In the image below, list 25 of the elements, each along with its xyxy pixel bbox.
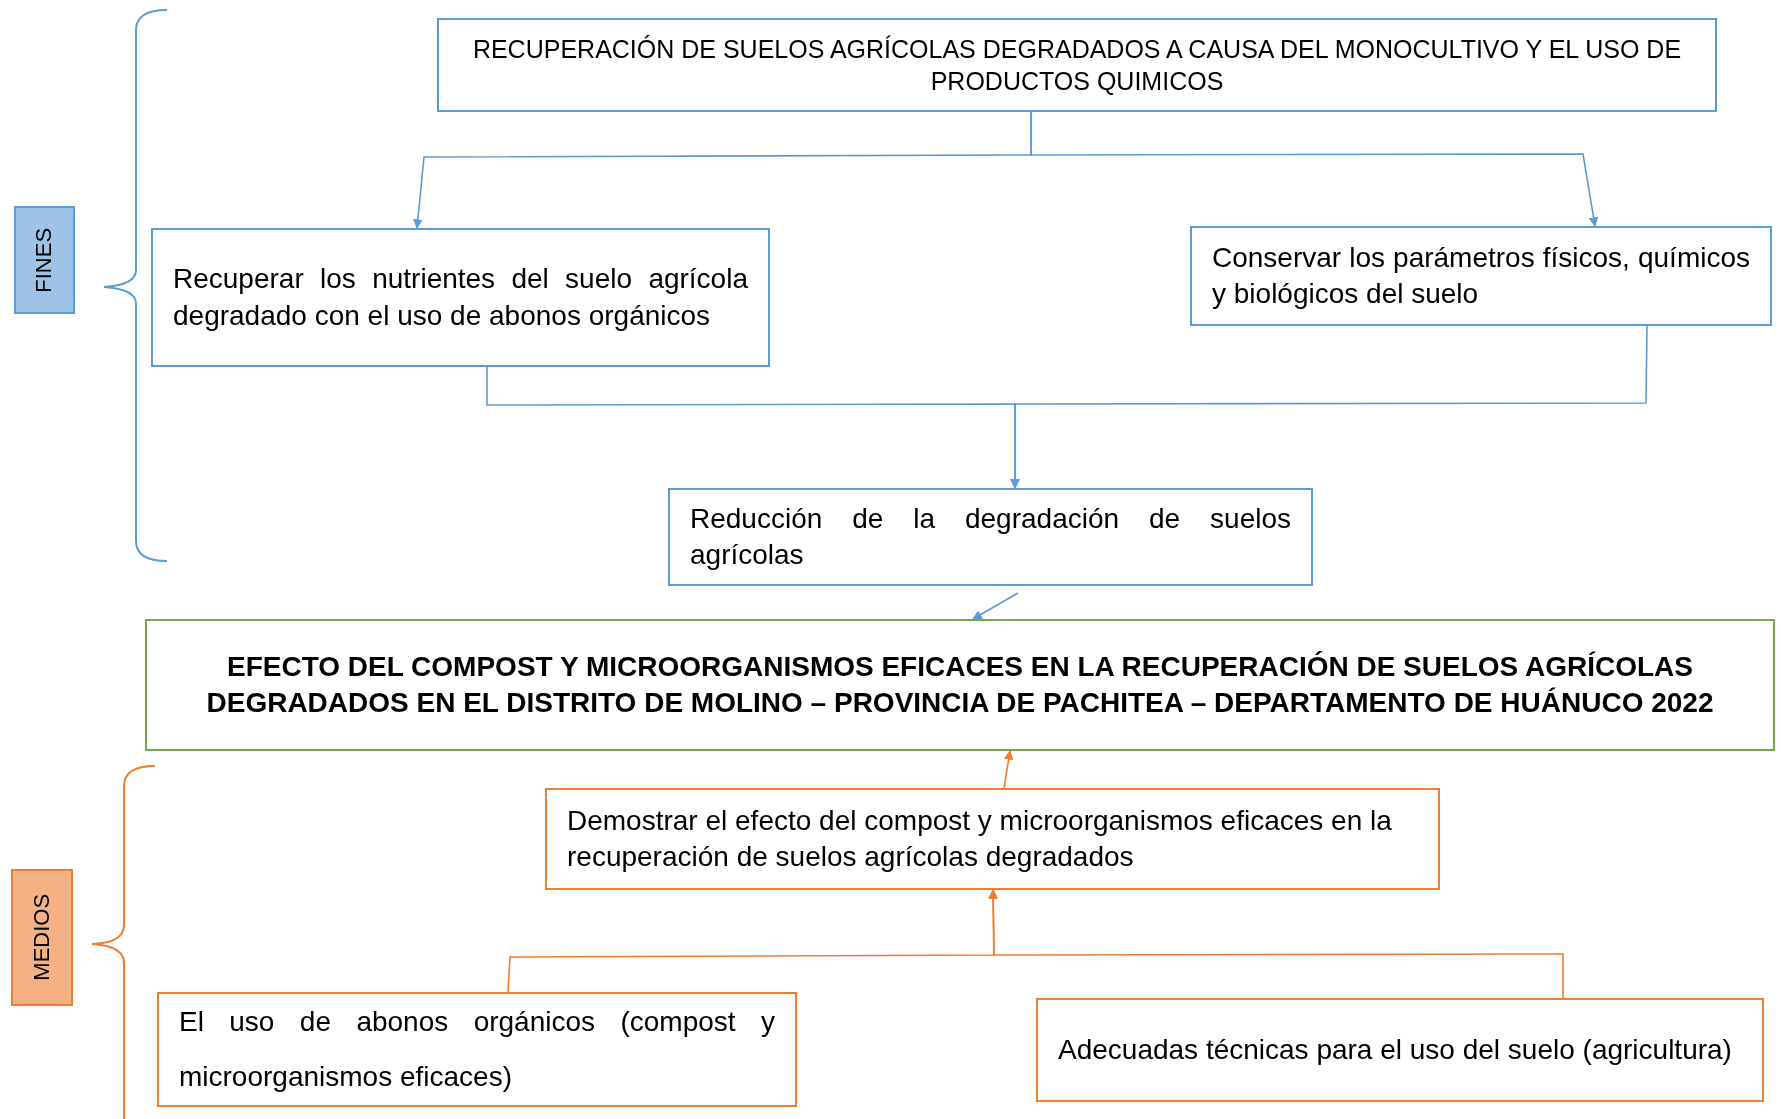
box-text: El uso de abonos orgánicos (compost y microorganismos eficaces)	[179, 1004, 775, 1094]
tag-label: FINES	[30, 227, 58, 293]
arrow	[1030, 111, 1599, 227]
arrow	[972, 592, 1019, 620]
means-box	[1036, 998, 1764, 1102]
purpose-box	[668, 488, 1313, 586]
arrow	[1003, 750, 1014, 789]
category-tag	[11, 869, 73, 1006]
box-text: EFECTO DEL COMPOST Y MICROORGANISMOS EFICACES EN LA RECUPERACIÓN DE SUELOS AGRÍCOLAS DEGRADADOS EN EL DISTRITO DE MOLINO – PROVINCIA DE PACHITEA – DEPARTAMENTO DE HUÁNUCO 2022	[205, 649, 1715, 720]
box-text: Recuperar los nutrientes del suelo agrícola degradado con el uso de abonos orgánicos	[173, 262, 748, 333]
box-text: Adecuadas técnicas para el uso del suelo (agricultura)	[1058, 1032, 1733, 1067]
category-tag	[14, 206, 75, 314]
box-text: Conservar los parámetros físicos, químicos y biológicos del suelo	[1212, 240, 1750, 311]
tag-label: MEDIOS	[27, 894, 55, 981]
arrow	[1010, 325, 1648, 489]
box-text: Reducción de la degradación de suelos agrícolas	[690, 501, 1291, 572]
means-box	[545, 788, 1440, 890]
box-text: RECUPERACIÓN DE SUELOS AGRÍCOLAS DEGRADADOS A CAUSA DEL MONOCULTIVO Y EL USO DE PRODUCTOS QUIMICOS	[471, 33, 1683, 97]
purpose-box	[1190, 226, 1772, 326]
title-box	[145, 619, 1775, 751]
means-box	[157, 992, 797, 1107]
goal-box	[437, 18, 1717, 112]
purpose-box	[151, 228, 770, 367]
arrow	[988, 889, 1564, 999]
box-text: Demostrar el efecto del compost y microorganismos eficaces en la recuperación de suelos agrícolas degradados	[567, 803, 1393, 874]
